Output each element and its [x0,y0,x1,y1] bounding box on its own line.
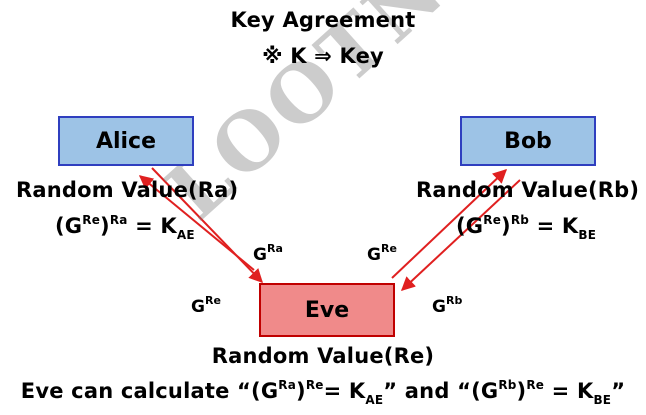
node-eve-label: Eve [304,297,350,323]
diagram-title: Key Agreement [230,8,416,32]
node-bob: Bob [460,116,596,166]
edge-label-bob-to-eve: GRb [432,294,463,317]
edge-label-alice-to-eve: GRa [253,242,283,265]
bob-random-value: Random Value(Rb) [416,178,640,202]
arrow-eve-to-bob [391,169,508,279]
diagram-subtitle: ※ K ⇒ Key [262,44,384,68]
arrow-bob-to-eve [400,179,521,291]
eve-random-value: Random Value(Re) [211,344,435,368]
node-bob-label: Bob [504,128,552,154]
conclusion-text: Eve can calculate “(GRa)Re= KAE” and “(G… [20,378,626,407]
edge-label-eve-to-alice: GRe [191,294,221,317]
alice-random-value: Random Value(Ra) [16,178,239,202]
arrow-alice-to-eve [151,167,263,284]
arrow-eve-to-alice [138,175,255,271]
edge-label-eve-to-bob: GRe [367,242,397,265]
node-eve: Eve [259,283,395,337]
node-alice: Alice [58,116,194,166]
node-alice-label: Alice [95,128,157,154]
bob-calculation: (GRe)Rb = KBE [456,213,597,242]
alice-calculation: (GRe)Ra = KAE [55,213,195,242]
